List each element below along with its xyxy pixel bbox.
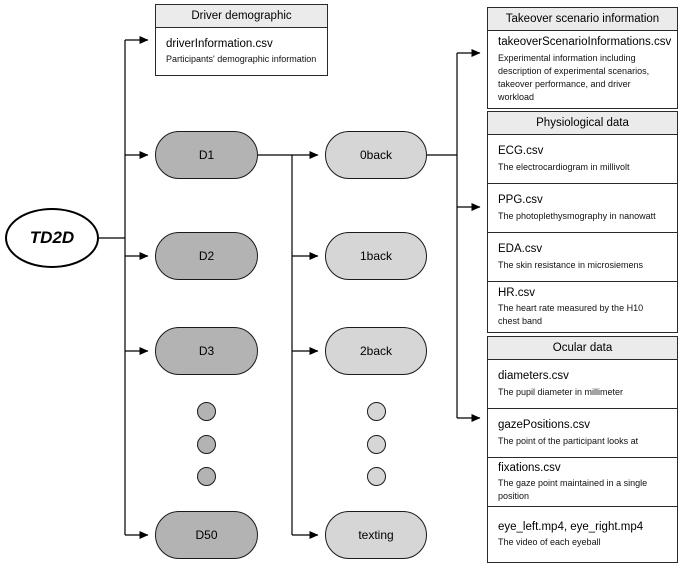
- file-description: The electrocardiogram in millivolt: [498, 161, 630, 172]
- file-description: The gaze point maintained in a single po…: [498, 478, 648, 502]
- ellipsis-dot: [197, 467, 216, 486]
- file-name: diameters.csv: [498, 370, 569, 383]
- file-description: The video of each eyeball: [498, 537, 601, 548]
- section-header-ocular-data: Ocular data: [487, 336, 678, 360]
- file-box-ppg: PPG.csv The photoplethysmography in nano…: [487, 183, 678, 233]
- file-name: PPG.csv: [498, 194, 543, 207]
- file-name: ECG.csv: [498, 145, 544, 158]
- file-description: The point of the participant looks at: [498, 435, 639, 446]
- driver-node-d2: D2: [155, 232, 258, 280]
- task-node-1back: 1back: [325, 232, 427, 280]
- file-box-gaze-positions: gazePositions.csv The point of the parti…: [487, 408, 678, 458]
- file-name: EDA.csv: [498, 243, 543, 256]
- file-box-fixations: fixations.csv The gaze point maintained …: [487, 457, 678, 507]
- file-box-eda: EDA.csv The skin resistance in microsiem…: [487, 232, 678, 282]
- file-description: The photoplethysmography in nanowatt: [498, 210, 656, 221]
- file-box-diameters: diameters.csv The pupil diameter in mill…: [487, 359, 678, 409]
- driver-node-d1: D1: [155, 131, 258, 179]
- file-name: eye_left.mp4, eye_right.mp4: [498, 520, 644, 533]
- ellipsis-dot: [367, 435, 386, 454]
- file-description: Participants' demographic information: [166, 54, 317, 65]
- file-description: The heart rate measured by the H10 chest…: [498, 303, 644, 327]
- ellipsis-dot: [367, 467, 386, 486]
- section-header-takeover-scenario: Takeover scenario information: [487, 7, 678, 31]
- file-name: HR.csv: [498, 286, 536, 299]
- task-node-0back: 0back: [325, 131, 427, 179]
- ellipsis-dot: [197, 435, 216, 454]
- task-node-texting: texting: [325, 511, 427, 559]
- file-name: takeoverScenarioInformations.csv: [498, 36, 672, 49]
- driver-node-d3: D3: [155, 327, 258, 375]
- file-box-ecg: ECG.csv The electrocardiogram in millivo…: [487, 134, 678, 184]
- root-node-td2d: TD2D: [5, 208, 99, 268]
- section-header-driver-demographic: Driver demographic: [155, 4, 328, 28]
- section-header-physiological-data: Physiological data: [487, 111, 678, 135]
- file-name: gazePositions.csv: [498, 419, 591, 432]
- file-description: The pupil diameter in millimeter: [498, 386, 624, 397]
- driver-node-d50: D50: [155, 511, 258, 559]
- ellipsis-dot: [367, 402, 386, 421]
- file-box-eye-videos: eye_left.mp4, eye_right.mp4 The video of…: [487, 506, 678, 563]
- ellipsis-dot: [197, 402, 216, 421]
- task-node-2back: 2back: [325, 327, 427, 375]
- file-box-driver-information: driverInformation.csv Participants' demo…: [155, 27, 328, 76]
- file-box-takeover-scenario-informations: takeoverScenarioInformations.csv Experim…: [487, 30, 678, 109]
- file-description: Experimental information including descr…: [498, 52, 650, 102]
- file-description: The skin resistance in microsiemens: [498, 259, 644, 270]
- file-name: fixations.csv: [498, 461, 561, 474]
- file-name: driverInformation.csv: [166, 37, 273, 50]
- file-box-hr: HR.csv The heart rate measured by the H1…: [487, 281, 678, 333]
